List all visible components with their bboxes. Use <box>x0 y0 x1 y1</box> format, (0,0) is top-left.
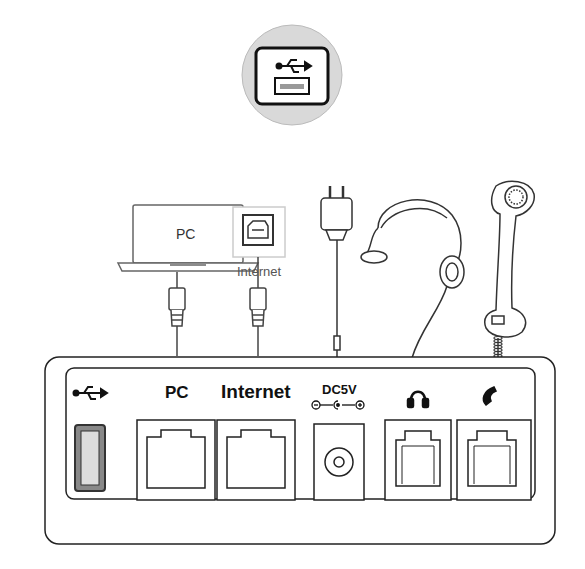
handset-symbol <box>483 387 496 405</box>
dc-polarity-symbol <box>312 401 364 409</box>
laptop-label: PC <box>176 227 195 241</box>
headset <box>361 200 464 358</box>
rear-panel <box>45 357 555 544</box>
handset <box>485 181 535 362</box>
panel-ports <box>74 387 532 500</box>
usb-callout <box>242 25 342 125</box>
power-adapter <box>321 186 352 358</box>
port-label: DC5V <box>322 383 357 396</box>
headset-symbol <box>408 392 428 407</box>
internet-wall-jack <box>233 207 285 257</box>
port-label: PC <box>165 384 189 401</box>
port-label: Internet <box>221 382 291 401</box>
usb-symbol <box>74 387 108 399</box>
jack-label: Internet <box>237 265 281 278</box>
